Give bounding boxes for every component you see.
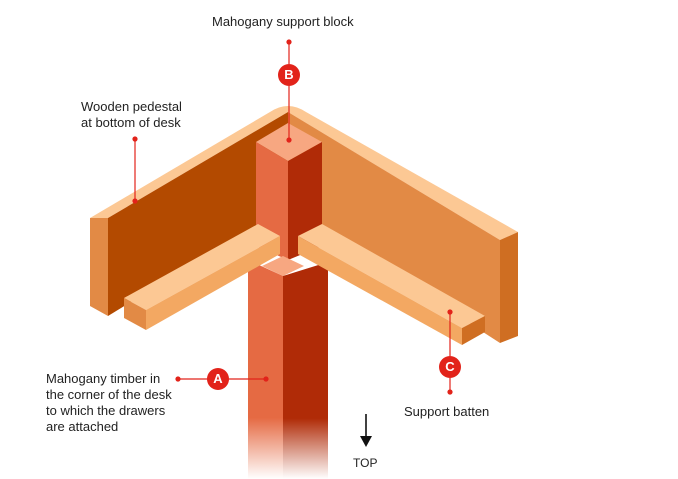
pedestal-label-line-1: Wooden pedestal <box>81 99 182 114</box>
timber-label: Mahogany timber in the corner of the des… <box>46 371 172 435</box>
marker-c: C <box>439 356 461 378</box>
leader-pedestal-bottom-dot <box>132 198 138 204</box>
timber-label-line-3: to which the drawers <box>46 403 166 418</box>
marker-a: A <box>207 368 229 390</box>
leader-c-top-dot <box>447 309 453 315</box>
pedestal-label: Wooden pedestal at bottom of desk <box>81 99 182 131</box>
marker-b: B <box>278 64 300 86</box>
leader-a-right-dot <box>263 376 269 382</box>
timber-label-line-4: are attached <box>46 419 119 434</box>
leader-lines <box>132 39 453 395</box>
top-direction-label: TOP <box>353 456 378 470</box>
timber-label-line-1: Mahogany timber in <box>46 371 161 386</box>
left-pedestal-board <box>90 112 288 316</box>
leader-b-bottom-dot <box>286 137 292 143</box>
down-arrow-icon <box>360 414 372 447</box>
timber-post <box>248 256 328 479</box>
pedestal-corner-cap <box>270 106 306 112</box>
right-support-batten <box>298 224 485 345</box>
leader-c-bottom-dot <box>447 389 453 395</box>
right-pedestal-board <box>288 112 518 343</box>
pedestal-label-line-2: at bottom of desk <box>81 115 181 130</box>
left-support-batten <box>124 224 280 330</box>
support-block-label: Mahogany support block <box>212 14 354 29</box>
batten-label: Support batten <box>404 404 490 419</box>
leader-a-left-dot <box>175 376 181 382</box>
timber-label-line-2: the corner of the desk <box>46 387 172 402</box>
leader-b-top-dot <box>286 39 292 45</box>
leader-pedestal-top-dot <box>132 136 138 142</box>
